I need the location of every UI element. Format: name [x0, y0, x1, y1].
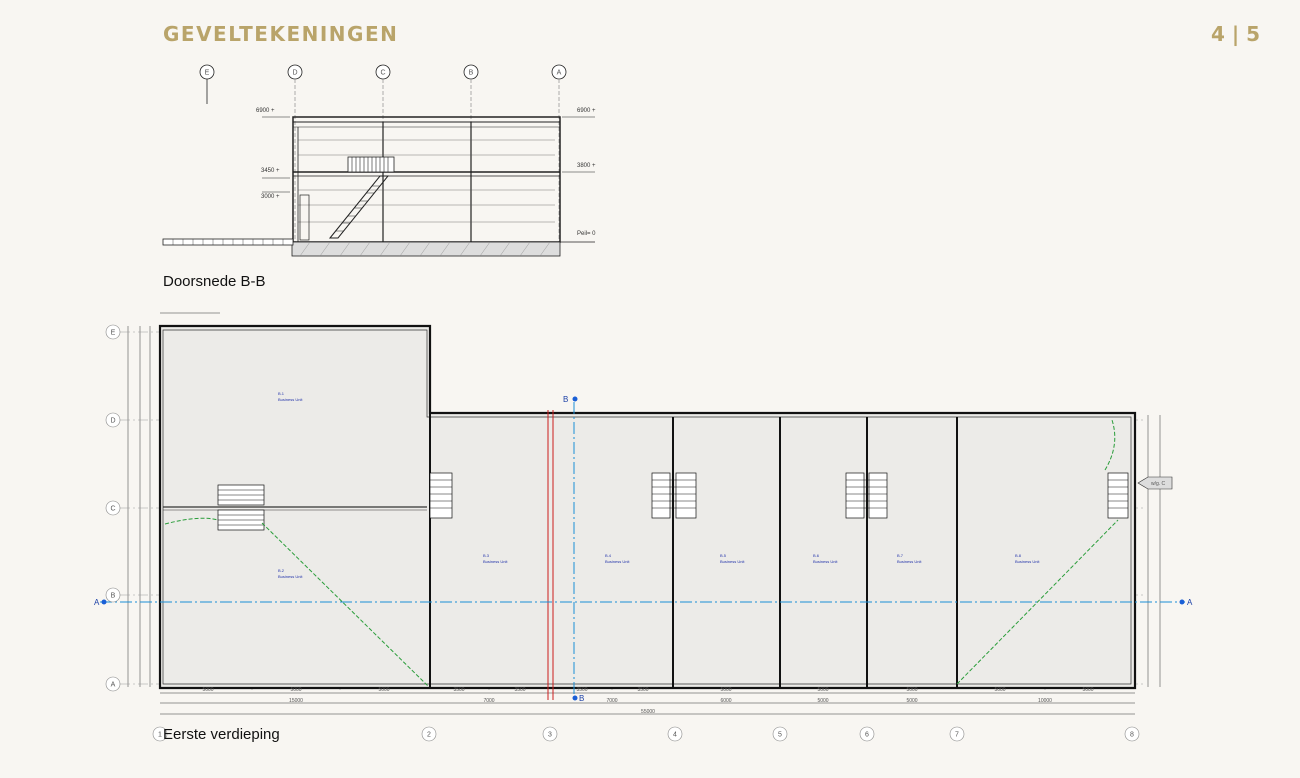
plan-row-bubbles [105, 324, 121, 692]
svg-text:B.8: B.8 [1015, 553, 1022, 558]
svg-text:B.4: B.4 [605, 553, 612, 558]
svg-text:3500: 3500 [514, 687, 525, 693]
svg-text:3450 +: 3450 + [261, 168, 280, 174]
svg-text:7: 7 [955, 732, 959, 739]
svg-text:4: 4 [673, 732, 677, 739]
svg-text:7000: 7000 [606, 698, 617, 704]
svg-text:C: C [110, 506, 115, 513]
svg-text:8: 8 [1130, 732, 1134, 739]
svg-text:6000: 6000 [720, 698, 731, 704]
svg-text:B: B [111, 593, 116, 600]
svg-text:D: D [292, 70, 297, 77]
svg-text:5000: 5000 [817, 687, 828, 693]
svg-text:5000: 5000 [720, 687, 731, 693]
svg-text:15000: 15000 [289, 698, 303, 704]
svg-text:5: 5 [778, 732, 782, 739]
svg-text:10000: 10000 [1038, 698, 1052, 704]
svg-text:Business Unit: Business Unit [813, 559, 838, 564]
svg-text:C: C [380, 70, 385, 77]
svg-text:Business Unit: Business Unit [278, 397, 303, 402]
svg-text:7000: 7000 [483, 698, 494, 704]
svg-text:B.5: B.5 [720, 553, 727, 558]
svg-text:Business Unit: Business Unit [605, 559, 630, 564]
view-tag: w/g. C [1151, 481, 1166, 487]
svg-text:3800 +: 3800 + [577, 163, 596, 169]
svg-text:5000: 5000 [1082, 687, 1093, 693]
svg-text:A: A [94, 598, 100, 607]
svg-text:Business Unit: Business Unit [897, 559, 922, 564]
plan-col-labels: 1 2 3 4 5 6 7 8 [158, 732, 1134, 739]
svg-text:B.1: B.1 [278, 391, 285, 396]
svg-text:5000: 5000 [202, 687, 213, 693]
svg-text:2: 2 [427, 732, 431, 739]
svg-text:6900 +: 6900 + [256, 108, 275, 114]
svg-text:3000 +: 3000 + [261, 194, 280, 200]
svg-text:B.3: B.3 [483, 553, 490, 558]
svg-text:Business Unit: Business Unit [1015, 559, 1040, 564]
plan-row-labels: E D C B A [110, 330, 115, 689]
svg-text:B: B [469, 70, 474, 77]
svg-text:Business Unit: Business Unit [483, 559, 508, 564]
svg-text:D: D [110, 418, 115, 425]
section-grid-labels: E D C B A [205, 70, 562, 77]
svg-text:A: A [111, 682, 116, 689]
svg-text:Peil= 0: Peil= 0 [577, 231, 596, 237]
svg-text:3: 3 [548, 732, 552, 739]
svg-text:5000: 5000 [378, 687, 389, 693]
svg-text:Business Unit: Business Unit [278, 574, 303, 579]
svg-text:6900 +: 6900 + [577, 108, 596, 114]
svg-text:55000: 55000 [641, 709, 655, 715]
svg-text:B.2: B.2 [278, 568, 285, 573]
section-level-labels: 6900 + 6900 + 3800 + 3450 + 3000 + Peil=… [256, 108, 596, 237]
svg-text:E: E [205, 70, 210, 77]
svg-text:3500: 3500 [453, 687, 464, 693]
svg-text:A: A [557, 70, 562, 77]
svg-text:B: B [579, 694, 584, 703]
svg-text:B: B [563, 395, 568, 404]
page-number: 4 | 5 [1210, 22, 1260, 46]
plan-col-bubbles [152, 726, 1140, 742]
svg-text:5000: 5000 [290, 687, 301, 693]
svg-text:1: 1 [158, 732, 162, 739]
unit-labels: B.1 Business Unit B.2 Business Unit B.3 … [278, 391, 1040, 579]
svg-text:5000: 5000 [994, 687, 1005, 693]
svg-text:B.7: B.7 [897, 553, 904, 558]
svg-text:5000: 5000 [817, 698, 828, 704]
svg-text:E: E [111, 330, 116, 337]
svg-text:Business Unit: Business Unit [720, 559, 745, 564]
page-title: GEVELTEKENINGEN [163, 22, 399, 46]
svg-text:3500: 3500 [637, 687, 648, 693]
plan-caption: Eerste verdieping [163, 726, 280, 743]
svg-text:A: A [1187, 598, 1193, 607]
floor-plan [100, 312, 1185, 715]
section-drawing [162, 64, 595, 257]
svg-text:5000: 5000 [906, 698, 917, 704]
section-markers: A A B B w/g. C [94, 395, 1193, 703]
svg-text:3500: 3500 [576, 687, 587, 693]
svg-text:6: 6 [865, 732, 869, 739]
svg-text:B.6: B.6 [813, 553, 820, 558]
plan-dimensions: 5000 5000 5000 3500 3500 3500 3500 5000 … [202, 687, 1093, 715]
svg-text:5000: 5000 [906, 687, 917, 693]
section-caption: Doorsnede B-B [163, 273, 266, 290]
